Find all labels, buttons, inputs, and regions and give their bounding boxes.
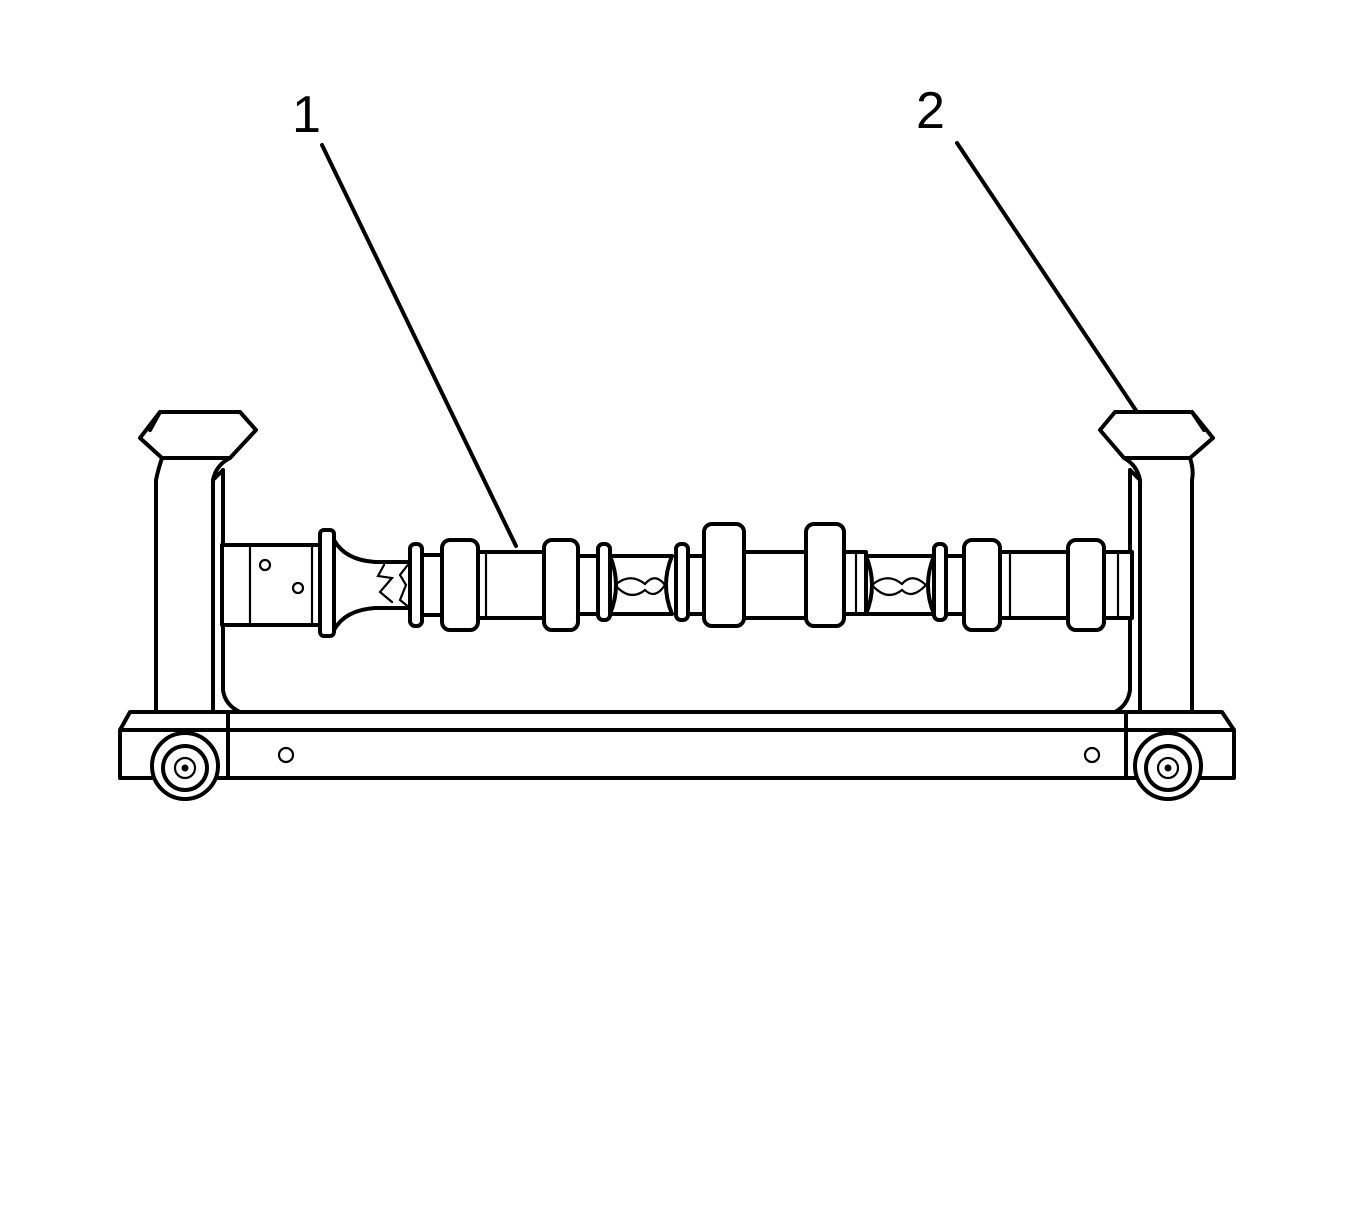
camshaft-nose-journal [220, 543, 322, 627]
camshaft-flange [318, 528, 336, 638]
rail-hole-right [1083, 746, 1101, 764]
cam-lobe-6 [1066, 538, 1106, 632]
rail-hole-left [277, 746, 295, 764]
bearing-journal-1 [608, 554, 674, 616]
bearing-journal-2 [864, 554, 936, 616]
cam-lobe-2 [542, 538, 580, 632]
cam-lobe-4 [804, 522, 846, 628]
camshaft [220, 522, 1134, 638]
callout-2-leader [955, 141, 1139, 414]
left-foot-pad [150, 731, 220, 801]
cam-lobe-3 [702, 522, 746, 628]
cam-lobe-1 [440, 538, 480, 632]
callout-1-leader [320, 143, 518, 548]
base-rail [118, 710, 1236, 780]
cam-lobe-5 [962, 538, 1002, 632]
right-stand-post [1098, 410, 1215, 714]
callout-1-label: 1 [292, 86, 321, 144]
left-stand-post [138, 410, 258, 714]
callout-2-label: 2 [916, 82, 945, 140]
right-foot-pad [1133, 731, 1203, 801]
